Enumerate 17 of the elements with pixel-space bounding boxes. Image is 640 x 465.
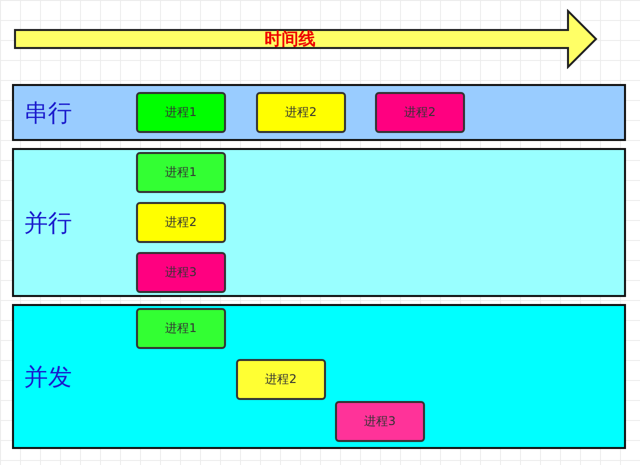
timeline-arrow	[12, 9, 598, 69]
process-box: 进程1	[136, 92, 226, 133]
process-box: 进程3	[335, 401, 425, 442]
process-box: 进程2	[375, 92, 465, 133]
process-box: 进程2	[136, 202, 226, 243]
timeline-label: 时间线	[264, 28, 316, 50]
process-box: 进程1	[136, 308, 226, 349]
category-band	[12, 84, 626, 141]
category-band	[12, 304, 626, 449]
category-band	[12, 148, 626, 297]
process-box: 进程3	[136, 252, 226, 293]
process-box: 进程2	[236, 359, 326, 400]
band-heading: 并行	[24, 208, 72, 238]
process-box: 进程2	[256, 92, 346, 133]
band-heading: 串行	[24, 98, 72, 128]
process-box: 进程1	[136, 152, 226, 193]
band-heading: 并发	[24, 362, 72, 392]
